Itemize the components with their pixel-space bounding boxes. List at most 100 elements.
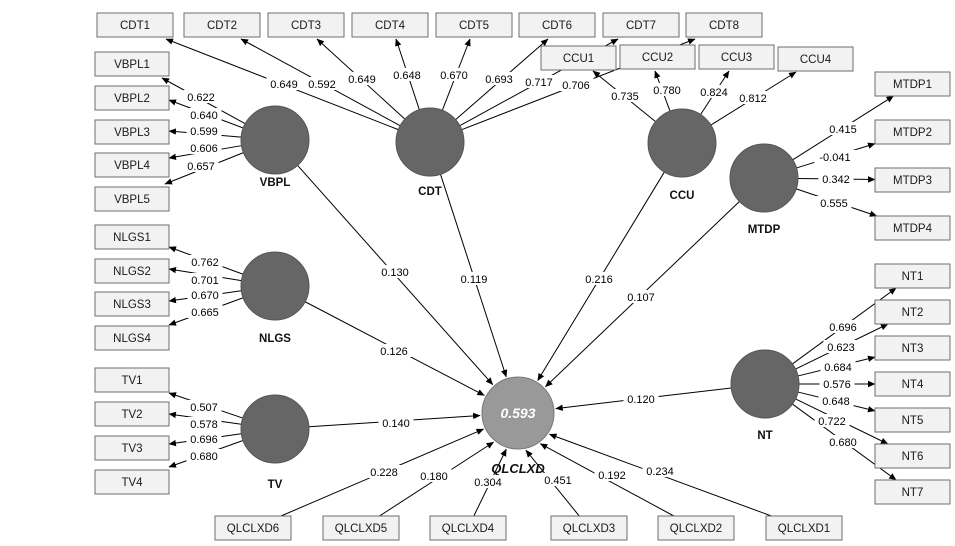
outer-weight-qlclxd1-bg: [642, 464, 678, 477]
outer-weight-qlclxd3: 0.451: [544, 475, 572, 487]
loading-value-nt6: 0.722: [818, 416, 846, 428]
loading-value-nlgs2-bg: [187, 273, 223, 286]
loading-value-mtdp1: 0.415: [829, 124, 857, 136]
construct-label: MTDP: [748, 224, 781, 236]
indicator-qlclxd1: QLCLXD1: [765, 515, 843, 541]
loading-value-nt3-group: 0.684: [820, 360, 856, 374]
indicator-box: [874, 119, 951, 145]
indicator-box: [435, 12, 513, 38]
loading-value-tv3-group: 0.696: [186, 432, 222, 446]
indicator-cdt1: CDT1: [96, 12, 174, 38]
indicator-label: NT5: [902, 415, 924, 427]
loading-value-vbpl1-group: 0.622: [183, 90, 219, 104]
path-coefficient-vbpl-group: 0.130: [377, 265, 413, 279]
indicator-mtdp3: MTDP3: [874, 167, 951, 193]
loading-value-tv4: 0.680: [190, 451, 218, 463]
loading-value-vbpl5-bg: [183, 159, 219, 172]
indicator-box: [765, 515, 843, 541]
indicator-label: CDT1: [120, 20, 150, 32]
indicator-tv3: TV3: [94, 435, 170, 461]
loading-value-nt5: 0.648: [822, 396, 850, 408]
indicator-label: CDT6: [542, 20, 572, 32]
loading-value-ccu2-bg: [649, 83, 685, 96]
path-coefficient-vbpl-bg: [377, 265, 413, 278]
indicator-label: NT1: [902, 271, 924, 283]
loading-value-ccu3-group: 0.824: [696, 85, 732, 99]
loading-value-cdt7: 0.717: [525, 77, 553, 89]
indicator-box: [874, 407, 951, 433]
indicator-label: NT6: [902, 451, 924, 463]
construct-label: VBPL: [260, 177, 291, 189]
loading-value-mtdp1-bg: [825, 122, 861, 135]
path-coefficient-mtdp: 0.107: [627, 292, 655, 304]
path-coefficient-nlgs: 0.126: [380, 346, 408, 358]
loading-value-nt6-group: 0.722: [814, 414, 850, 428]
loading-value-cdt1-bg: [266, 77, 302, 90]
indicator-label: NT7: [902, 487, 924, 499]
loading-value-mtdp1-group: 0.415: [825, 122, 861, 136]
loading-value-mtdp2-group: -0.041: [814, 150, 856, 164]
construct-label: NLGS: [259, 333, 291, 345]
loading-value-tv2-group: 0.578: [186, 417, 222, 431]
loading-value-cdt2: 0.592: [308, 79, 336, 91]
indicator-label: CCU2: [642, 52, 673, 64]
indicator-label: NLGS2: [113, 266, 151, 278]
loading-value-mtdp2: -0.041: [819, 152, 850, 164]
path-coefficient-nt: 0.120: [627, 394, 655, 406]
outer-weight-qlclxd1-group: 0.234: [642, 464, 678, 478]
loading-value-tv1-bg: [186, 400, 222, 413]
indicator-box: [94, 401, 170, 427]
loading-value-ccu3-bg: [696, 85, 732, 98]
indicator-label: QLCLXD3: [563, 523, 615, 535]
indicator-label: NT3: [902, 343, 924, 355]
indicator-box: [94, 469, 170, 495]
indicator-box: [94, 435, 170, 461]
construct-mtdp: MTDP: [729, 143, 799, 236]
indicator-label: VBPL3: [114, 127, 150, 139]
indicator-nlgs2: NLGS2: [94, 258, 170, 284]
outer-weight-qlclxd4-group: 0.304: [470, 475, 506, 489]
loading-value-ccu1: 0.735: [611, 91, 639, 103]
loading-value-tv1-group: 0.507: [186, 400, 222, 414]
loading-value-vbpl5-group: 0.657: [183, 159, 219, 173]
loading-value-cdt4-bg: [389, 68, 425, 81]
indicator-label: TV3: [121, 443, 142, 455]
indicator-label: CCU4: [800, 54, 832, 66]
indicator-nt2: NT2: [874, 299, 951, 325]
indicator-box: [94, 291, 170, 317]
construct-label: TV: [268, 479, 283, 491]
path-coefficient-nt-bg: [623, 392, 659, 405]
indicator-vbpl4: VBPL4: [94, 152, 170, 178]
loading-value-nlgs2-group: 0.701: [187, 273, 223, 287]
indicator-vbpl1: VBPL1: [94, 51, 170, 77]
indicator-mtdp1: MTDP1: [874, 71, 951, 97]
indicator-label: CDT4: [375, 20, 406, 32]
loading-value-tv4-group: 0.680: [186, 449, 222, 463]
loading-value-mtdp4-group: 0.555: [816, 196, 852, 210]
indicator-qlclxd2: QLCLXD2: [657, 515, 735, 541]
indicator-label: VBPL1: [114, 59, 150, 71]
path-coefficient-ccu-bg: [581, 272, 617, 285]
loading-value-vbpl3: 0.599: [190, 126, 218, 138]
loading-value-cdt5-bg: [436, 68, 472, 81]
construct-label: NT: [757, 430, 772, 442]
indicator-box: [619, 44, 696, 70]
loading-value-cdt6-bg: [481, 72, 517, 85]
indicator-vbpl5: VBPL5: [94, 186, 170, 212]
loading-value-tv3: 0.696: [190, 434, 218, 446]
loading-value-vbpl5: 0.657: [187, 161, 215, 173]
indicator-box: [518, 12, 596, 38]
loading-value-nt5-group: 0.648: [818, 394, 854, 408]
loading-value-vbpl4-group: 0.606: [186, 141, 222, 155]
path-coefficient-cdt: 0.119: [461, 274, 488, 286]
latent-circle: [240, 251, 310, 321]
loading-value-nt2-group: 0.623: [823, 340, 859, 354]
indicator-nt4: NT4: [874, 371, 951, 397]
indicator-cdt3: CDT3: [267, 12, 345, 38]
loading-value-nlgs4-bg: [187, 305, 223, 318]
outer-weight-qlclxd4-bg: [470, 475, 506, 488]
loading-value-nt1: 0.696: [829, 322, 857, 334]
loading-value-nlgs3: 0.670: [191, 290, 219, 302]
loading-value-tv3-bg: [186, 432, 222, 445]
indicator-qlclxd6: QLCLXD6: [214, 515, 292, 541]
